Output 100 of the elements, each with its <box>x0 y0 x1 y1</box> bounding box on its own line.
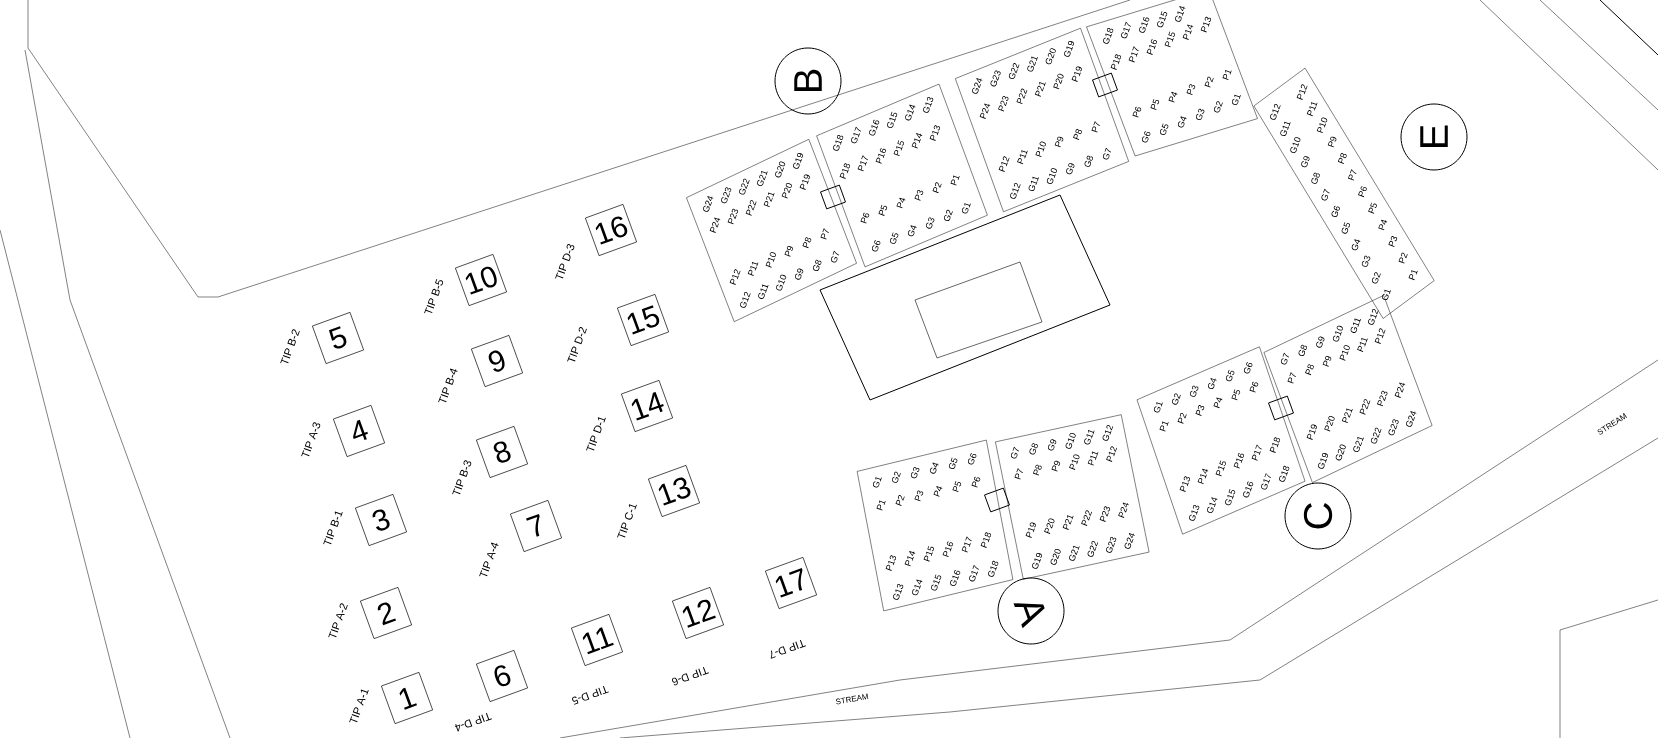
space-label: G23 <box>1106 536 1117 553</box>
space-label: G19 <box>1318 453 1329 469</box>
space-label: G3 <box>1195 108 1205 120</box>
type-label: TIP C-1 <box>617 504 637 538</box>
space-label: G1 <box>1153 402 1163 413</box>
space-label: P12 <box>1374 328 1386 344</box>
space-label: P16 <box>1146 39 1158 55</box>
space-label: P14 <box>1182 24 1194 40</box>
house-plot: 4 <box>333 405 385 457</box>
space-label: G7 <box>1102 147 1112 160</box>
space-label: G8 <box>1311 172 1320 184</box>
space-label: P6 <box>971 476 981 488</box>
space-label: G24 <box>703 196 714 212</box>
space-label: G6 <box>1331 205 1340 218</box>
space-label: P15 <box>1164 31 1175 48</box>
space-label: P19 <box>799 174 810 190</box>
space-label: G15 <box>1157 11 1168 28</box>
space-label: P2 <box>1177 412 1187 424</box>
space-label: P12 <box>1296 84 1308 100</box>
space-label: P21 <box>1034 82 1046 97</box>
space-label: P5 <box>1150 98 1160 110</box>
space-label: G15 <box>931 574 942 591</box>
space-label: P21 <box>763 192 775 208</box>
space-label: P22 <box>745 200 757 216</box>
space-label: P5 <box>878 204 888 216</box>
space-label: G13 <box>1189 504 1200 521</box>
space-label: P6 <box>1132 106 1142 118</box>
space-label: P10 <box>1069 454 1080 470</box>
type-label: TIP A-2 <box>328 603 348 638</box>
space-label: P18 <box>980 532 992 548</box>
space-label: P8 <box>1073 129 1082 140</box>
space-label: G14 <box>905 104 916 121</box>
space-label: G12 <box>1368 308 1379 325</box>
space-label: G8 <box>1298 344 1307 357</box>
space-label: P23 <box>998 95 1009 112</box>
space-label: P7 <box>1287 372 1296 384</box>
space-label: G14 <box>912 579 923 596</box>
space-label: P17 <box>1128 46 1139 63</box>
space-label: P20 <box>781 183 793 199</box>
space-label: G19 <box>793 153 804 169</box>
space-label: P19 <box>1071 66 1082 82</box>
space-label: P10 <box>1316 117 1328 134</box>
space-label: G18 <box>833 134 844 151</box>
space-label: G12 <box>1010 182 1021 199</box>
space-label: G10 <box>776 274 787 291</box>
space-label: P24 <box>979 103 991 119</box>
house-plot: 11 <box>571 614 623 666</box>
space-label: P21 <box>1062 515 1074 530</box>
house-plot: 5 <box>312 312 364 364</box>
space-label: P4 <box>1168 91 1178 103</box>
space-label: G5 <box>1341 222 1351 234</box>
space-label: P1 <box>1222 70 1232 81</box>
space-label: P15 <box>1215 460 1226 477</box>
space-label: G21 <box>1069 545 1080 561</box>
house-plot: 12 <box>672 587 724 639</box>
space-label: G11 <box>1280 121 1291 137</box>
space-label: P17 <box>1251 444 1262 461</box>
space-label: G20 <box>775 161 786 178</box>
type-label: TIP D-7 <box>770 639 806 659</box>
space-label: P3 <box>914 189 924 201</box>
space-label: G23 <box>721 187 732 204</box>
space-label: G8 <box>812 259 822 272</box>
space-label: P14 <box>904 550 916 567</box>
space-label: P8 <box>1305 364 1314 376</box>
type-label: TIP B-1 <box>323 511 343 545</box>
space-label: G24 <box>972 78 983 94</box>
space-label: P13 <box>885 555 897 571</box>
space-label: P16 <box>875 148 887 164</box>
space-label: P9 <box>784 246 794 257</box>
type-label: TIP B-3 <box>452 460 472 495</box>
space-label: G3 <box>925 217 935 229</box>
house-plot: 17 <box>765 557 817 609</box>
space-label: P3 <box>1195 405 1205 416</box>
space-label: P9 <box>1322 356 1332 367</box>
space-label: G5 <box>889 232 899 244</box>
type-label: TIP B-2 <box>280 329 300 364</box>
space-label: P1 <box>876 500 886 511</box>
space-label: G18 <box>988 560 999 577</box>
space-label: P2 <box>1398 252 1408 264</box>
type-label: TIP D-5 <box>572 686 609 705</box>
space-label: G17 <box>969 564 979 582</box>
space-label: P15 <box>923 545 934 562</box>
space-label: P1 <box>1408 270 1418 281</box>
space-label: G22 <box>1370 427 1382 444</box>
space-label: G10 <box>1290 137 1301 153</box>
space-label: P24 <box>1394 382 1406 398</box>
space-label: G2 <box>1213 101 1223 113</box>
space-label: P5 <box>952 481 962 493</box>
space-label: G9 <box>1047 439 1057 451</box>
house-plot: 10 <box>455 254 507 306</box>
space-label: P22 <box>1016 88 1028 105</box>
space-label: G4 <box>1351 239 1361 251</box>
space-label: G12 <box>740 291 751 308</box>
house-plot: 3 <box>355 494 407 546</box>
space-label: G9 <box>794 268 804 280</box>
space-label: G13 <box>893 583 904 600</box>
type-label: TIP A-4 <box>479 542 499 577</box>
space-label: P4 <box>896 197 906 209</box>
space-label: G5 <box>1225 369 1235 382</box>
space-label: P6 <box>1249 381 1259 393</box>
